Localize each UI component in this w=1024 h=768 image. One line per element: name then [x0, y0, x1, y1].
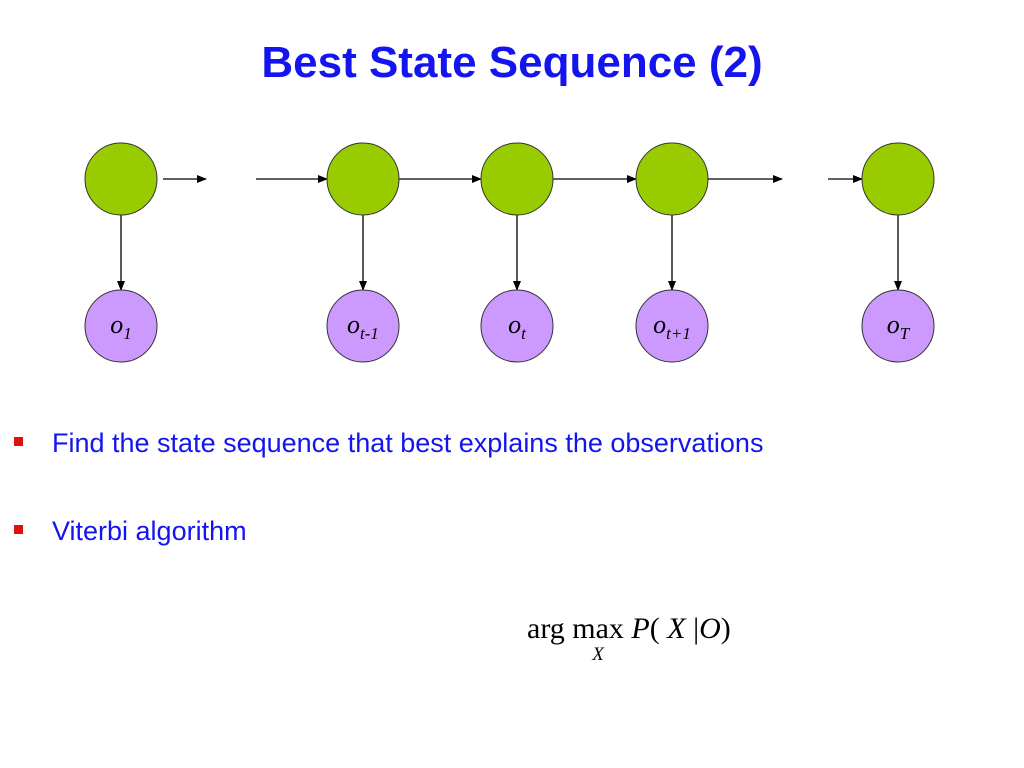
bullet-item: Viterbi algorithm: [14, 508, 763, 554]
formula-max-group: max X: [572, 612, 624, 665]
formula-bar: |: [693, 612, 700, 645]
state-node: [480, 142, 554, 216]
observation-label: o1: [110, 310, 132, 343]
formula-open-paren: (: [649, 612, 660, 645]
observation-label: ot: [508, 310, 527, 343]
bullet-item: Find the state sequence that best explai…: [14, 420, 763, 466]
formula-o: O: [699, 612, 721, 645]
formula-x: X: [667, 612, 686, 645]
formula-p: P: [631, 612, 650, 645]
formula-max-subscript: X: [592, 644, 604, 665]
viterbi-formula: arg max X P( X |O): [527, 612, 731, 665]
bullet-text: Viterbi algorithm: [52, 516, 247, 546]
observation-node: [635, 289, 709, 363]
observation-node: [326, 289, 400, 363]
observation-label: oT: [887, 310, 911, 343]
formula-close-paren: ): [720, 612, 731, 645]
square-bullet-icon: [14, 437, 23, 446]
observation-label: ot-1: [347, 310, 379, 343]
observation-node: [861, 289, 935, 363]
observation-node: [84, 289, 158, 363]
square-bullet-icon: [14, 525, 23, 534]
observation-node: [480, 289, 554, 363]
formula-max: max: [572, 612, 624, 645]
state-node: [326, 142, 400, 216]
bullet-list: Find the state sequence that best explai…: [14, 420, 763, 596]
state-node: [861, 142, 935, 216]
slide-title: Best State Sequence (2): [261, 38, 763, 87]
state-node: [84, 142, 158, 216]
state-node: [635, 142, 709, 216]
observation-label: ot+1: [653, 310, 691, 343]
bullet-text: Find the state sequence that best explai…: [52, 428, 764, 458]
hmm-diagram: o1 ot-1 ot ot+1 oT: [84, 142, 935, 363]
formula-arg: arg: [527, 612, 565, 645]
